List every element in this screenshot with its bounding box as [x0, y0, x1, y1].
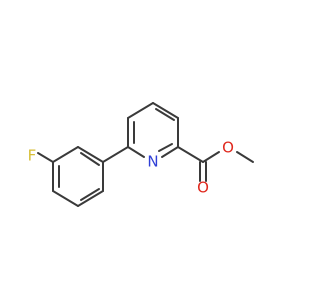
bond-ring-a-3	[77, 190, 104, 207]
atom-labels: F N O O	[28, 139, 234, 197]
bond-py-5	[161, 146, 179, 158]
atom-n-label: N	[147, 153, 158, 171]
bond-py-2	[127, 102, 154, 119]
atom-carbonyl-o-label: O	[197, 179, 209, 197]
molecule-structure-diagram: F N O O	[28, 102, 254, 207]
bond-py-3	[152, 102, 179, 119]
bond-o-methyl	[236, 151, 254, 163]
bond-py-inner-2	[155, 108, 175, 121]
bond-biaryl	[102, 146, 129, 163]
bond-ring-a-5	[77, 146, 104, 163]
atom-ester-o-label: O	[222, 139, 234, 157]
bond-c-carbonyl	[177, 146, 204, 163]
bond-ring-a-2	[52, 190, 79, 207]
bond-ring-a-6	[52, 146, 79, 163]
bonds	[37, 102, 254, 207]
bond-c-o-ester	[202, 151, 220, 163]
bond-f-c	[37, 152, 54, 163]
bond-ring-a-inner-3	[80, 152, 100, 166]
bond-ring-a-inner-2	[80, 188, 100, 201]
bond-py-6	[127, 146, 145, 158]
bond-py-inner-3	[158, 143, 173, 152]
atom-f-label: F	[28, 147, 37, 165]
